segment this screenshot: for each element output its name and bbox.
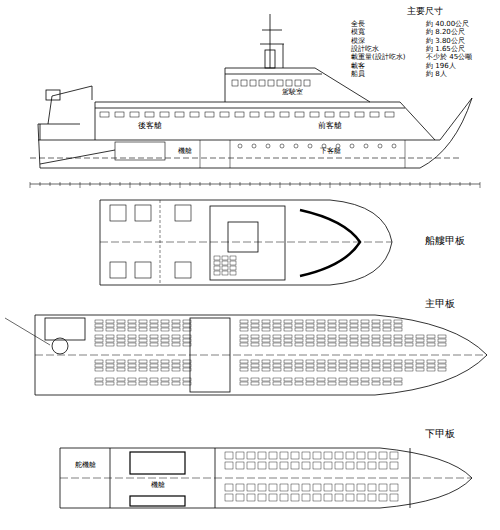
room-label: 機艙 xyxy=(177,148,193,156)
dimension-value: 約 196人 xyxy=(425,63,457,71)
dimension-value: 約 3.80公尺 xyxy=(425,38,466,46)
dimension-value: 不少於 45公噸 xyxy=(425,54,473,62)
dimension-name: 設計吃水 xyxy=(350,46,380,54)
dimension-name: 船員 xyxy=(350,71,366,79)
ship-profile xyxy=(30,14,480,188)
dimension-name: 載重量(設計吃水) xyxy=(350,54,406,62)
lower-deck-plan xyxy=(60,448,472,508)
room-label: 前客艙 xyxy=(317,122,343,131)
dimension-name: 模寬 xyxy=(350,29,366,37)
view-title: 主甲板 xyxy=(424,298,456,309)
dimension-value: 約 8.20公尺 xyxy=(425,29,466,37)
table-heading: 主要尺寸 xyxy=(406,7,444,17)
view-title: 船艛甲板 xyxy=(424,235,466,246)
view-title: 下甲板 xyxy=(424,428,456,439)
room-label: 後客艙 xyxy=(137,122,163,131)
dimension-name: 全長 xyxy=(350,21,366,29)
room-label: 機艙 xyxy=(150,482,166,490)
room-label: 駕駛室 xyxy=(281,89,304,97)
main-deck-plan xyxy=(5,315,487,395)
dimension-value: 約 8人 xyxy=(425,71,448,79)
dimension-value: 約 1.65公尺 xyxy=(425,46,466,54)
dimension-name: 模深 xyxy=(350,38,366,46)
room-label: 下客艙 xyxy=(319,148,342,156)
room-label: 舵機艙 xyxy=(74,462,97,470)
dimension-name: 載客 xyxy=(350,63,366,71)
dimension-value: 約 40.00公尺 xyxy=(425,21,470,29)
boat-deck-plan xyxy=(100,200,392,285)
